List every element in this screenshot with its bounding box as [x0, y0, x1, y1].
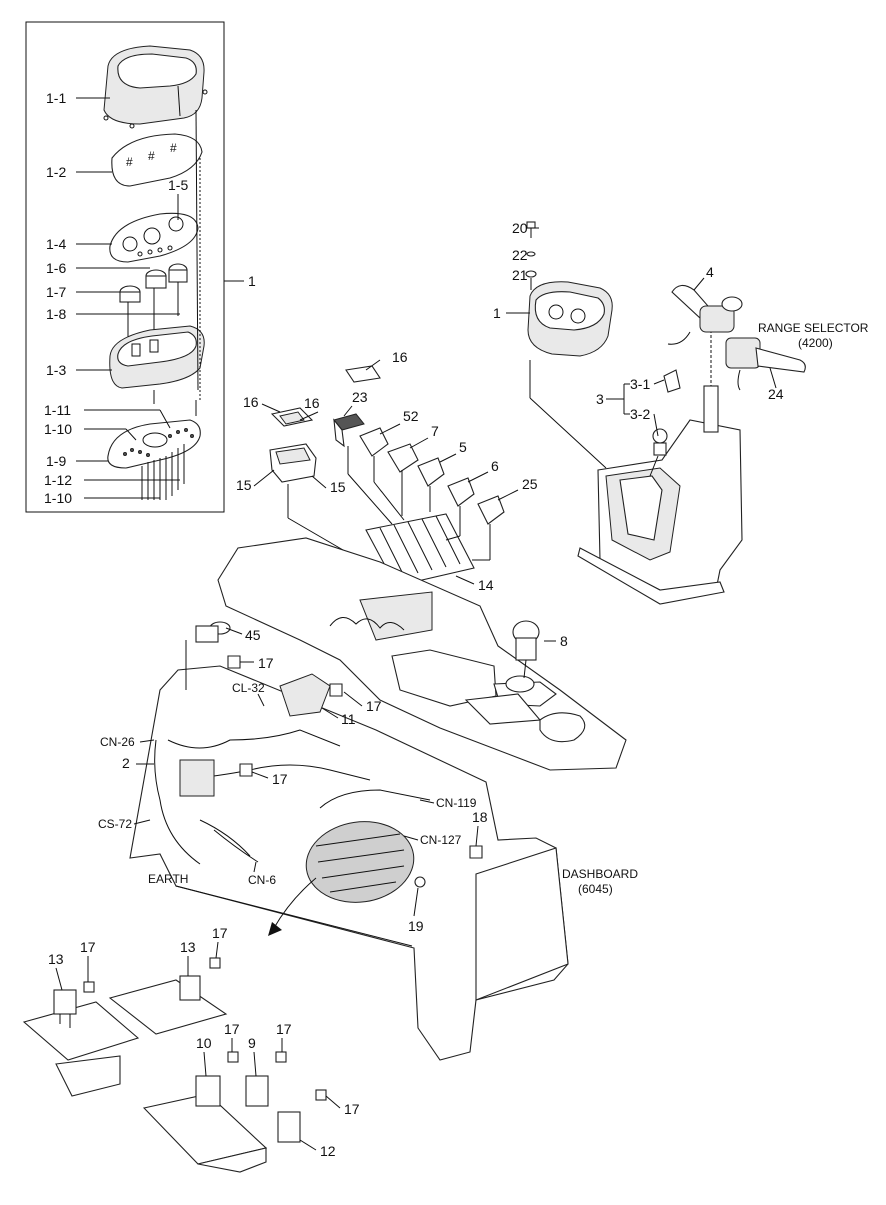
svg-text:#: #	[148, 149, 155, 163]
steering-console	[525, 221, 806, 605]
label-1-11: 1-11	[44, 402, 71, 418]
inset-frame	[25, 21, 225, 513]
label-1-3: 1-3	[46, 362, 66, 378]
label-1-12: 1-12	[44, 472, 72, 488]
cluster-inset: # # #	[25, 21, 225, 513]
label-17-relay-b: 17	[212, 925, 228, 941]
bulb-leaders	[141, 444, 185, 500]
label-16-top: 16	[392, 349, 408, 365]
label-6: 6	[491, 458, 499, 474]
label-52: 52	[403, 408, 419, 424]
label-11: 11	[341, 711, 356, 727]
label-1-9: 1-9	[46, 453, 66, 469]
label-1-10-bottom: 1-10	[44, 490, 72, 506]
label-dashboard: DASHBOARD	[562, 867, 638, 881]
label-19: 19	[408, 918, 424, 934]
label-1-5: 1-5	[168, 177, 188, 193]
svg-text:#: #	[126, 155, 133, 169]
label-1-6: 1-6	[46, 260, 66, 276]
label-18: 18	[472, 809, 488, 825]
label-3-1: 3-1	[630, 376, 650, 392]
label-cn6: CN-6	[248, 873, 276, 887]
label-dashboard-code: (6045)	[578, 882, 613, 896]
relay-group	[22, 957, 327, 1173]
label-16-left: 16	[243, 394, 259, 410]
label-13-left: 13	[48, 951, 64, 967]
label-22: 22	[512, 247, 528, 263]
cluster-housing	[109, 325, 205, 389]
label-45: 45	[245, 627, 261, 643]
label-17-relay-d: 17	[276, 1021, 292, 1037]
label-17-b: 17	[366, 698, 382, 714]
label-1-10-top: 1-10	[44, 421, 72, 437]
label-4: 4	[706, 264, 714, 280]
label-8: 8	[560, 633, 568, 649]
label-17-a: 17	[258, 655, 274, 671]
label-cn26: CN-26	[100, 735, 135, 749]
label-1-group: 1	[248, 273, 256, 289]
cluster-cover	[103, 45, 208, 129]
label-2: 2	[122, 755, 130, 771]
label-17-relay-c: 17	[224, 1021, 240, 1037]
cluster-lens: # # #	[111, 133, 203, 187]
label-23: 23	[352, 389, 368, 405]
label-20: 20	[512, 220, 528, 236]
label-cn119: CN-119	[436, 796, 477, 810]
label-17-c: 17	[272, 771, 288, 787]
label-15-left: 15	[236, 477, 252, 493]
cluster-screw-line	[195, 109, 199, 391]
label-13-right: 13	[180, 939, 196, 955]
label-12: 12	[320, 1143, 336, 1159]
label-24: 24	[768, 386, 784, 402]
label-1-2: 1-2	[46, 164, 66, 180]
label-5: 5	[459, 439, 467, 455]
label-1-7: 1-7	[46, 284, 66, 300]
label-16-mid: 16	[304, 395, 320, 411]
label-17-relay-a: 17	[80, 939, 96, 955]
label-cn127: CN-127	[420, 833, 462, 847]
label-14: 14	[478, 577, 494, 593]
label-21: 21	[512, 267, 528, 283]
label-1-8: 1-8	[46, 306, 66, 322]
label-17-relay-e: 17	[344, 1101, 360, 1117]
label-cs72: CS-72	[98, 817, 132, 831]
label-25: 25	[522, 476, 538, 492]
label-3-2: 3-2	[630, 406, 650, 422]
cluster-gauges	[119, 263, 188, 340]
dash-upper-cover	[217, 537, 627, 771]
label-10: 10	[196, 1035, 212, 1051]
label-cl32: CL-32	[232, 681, 265, 695]
label-range-selector: RANGE SELECTOR	[758, 321, 869, 335]
cluster-pcb	[107, 419, 201, 469]
label-1-cluster: 1	[493, 305, 501, 321]
label-range-selector-code: (4200)	[798, 336, 833, 350]
label-7: 7	[431, 423, 439, 439]
label-1-1: 1-1	[46, 90, 66, 106]
svg-text:#: #	[170, 141, 177, 155]
label-15-right: 15	[330, 479, 346, 495]
label-3: 3	[596, 391, 604, 407]
label-earth: EARTH	[148, 872, 188, 886]
dashboard-panel	[129, 621, 569, 1061]
label-9: 9	[248, 1035, 256, 1051]
label-1-4: 1-4	[46, 236, 66, 252]
cluster-dial-plate	[109, 212, 199, 263]
